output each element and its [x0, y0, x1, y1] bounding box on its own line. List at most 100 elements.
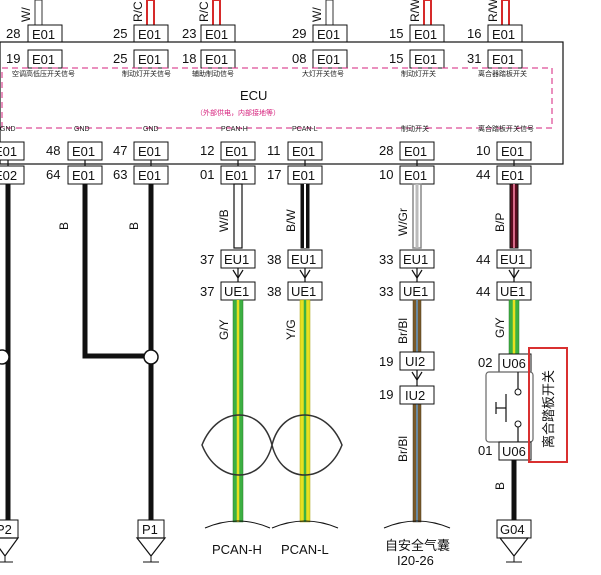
- switch-label: 离合踏板开关: [541, 370, 556, 448]
- top-wire-3: [212, 0, 221, 27]
- bottom-label-airbag-2: I20-26: [397, 553, 434, 568]
- top-wire-5: [423, 0, 432, 27]
- signal-label-1: 空调高低压开关信号: [12, 69, 75, 78]
- ecu-row1-conn-1: E01: [0, 144, 17, 159]
- ecu-row1-conn-4: E01: [225, 144, 248, 159]
- top-row1-pin-2: 25: [113, 26, 127, 41]
- ecu-bottom-label-5: PCAN-L: [292, 126, 318, 133]
- ground-right-label: G04: [500, 522, 525, 537]
- top-row1-conn-4: E01: [317, 27, 340, 42]
- ground-left: P2: [0, 519, 20, 563]
- top-row1-conn-3: E01: [205, 27, 228, 42]
- u06-bottom-conn: U06: [502, 444, 526, 459]
- wire-yg-pcan-l: [299, 299, 311, 523]
- ground-right: G04: [496, 519, 532, 563]
- eu1-conn-3: EU1: [403, 252, 428, 267]
- top-signal-labels: 空调高低压开关信号 制动灯开关信号 辅助制动信号 大灯开关信号 制动灯开关 离合…: [12, 69, 527, 78]
- ecu-row1-conn-2: E01: [72, 144, 95, 159]
- wire-color-upper-6: B/P: [493, 213, 507, 232]
- top-row2-conn-4: E01: [317, 52, 340, 67]
- eu1-pin-2: 38: [267, 252, 281, 267]
- signal-label-4: 大灯开关信号: [302, 69, 344, 78]
- eu1-pin-3: 33: [379, 252, 393, 267]
- top-wire-color-5: R/W: [408, 0, 422, 22]
- ecu-row1-pin-3: 47: [113, 143, 127, 158]
- wire-color-upper-5: W/Gr: [396, 208, 410, 236]
- ui2-conn: UI2: [405, 354, 425, 369]
- top-wire-color-1: W/: [19, 7, 33, 22]
- wire-gy-pcan-h: [232, 299, 244, 523]
- top-wire-6: [501, 0, 510, 27]
- ecu-row1-pin-4: 12: [200, 143, 214, 158]
- wire-gy-right: [508, 299, 520, 355]
- eu1-conn-2: EU1: [291, 252, 316, 267]
- twisted-pair-symbol: [201, 414, 343, 476]
- eu1-pin-1: 37: [200, 252, 214, 267]
- ecu-title: ECU: [240, 88, 267, 103]
- ui2-iu2: 19 UI2 19 IU2: [379, 351, 435, 405]
- eu1-row: 37 EU1 38 EU1 33 EU1 44 EU1: [200, 249, 532, 269]
- top-wires: W/ R/C R/C W/ R/W R/W: [19, 0, 510, 27]
- ecu-row1-pin-6: 28: [379, 143, 393, 158]
- signal-label-2: 制动灯开关信号: [122, 69, 171, 78]
- ecu-row2-conn-3: E01: [138, 168, 161, 183]
- wire-color-upper-2: B: [127, 222, 141, 230]
- bottom-label-airbag-1: 自安全气囊: [385, 538, 450, 553]
- top-row2-conn-5: E01: [414, 52, 437, 67]
- ue1-pin-1: 37: [200, 284, 214, 299]
- ecu-row2-pin-5: 17: [267, 167, 281, 182]
- eu1-conn-1: EU1: [224, 252, 249, 267]
- top-wire-color-3: R/C: [197, 1, 211, 22]
- ground-left-label: P2: [0, 522, 12, 537]
- ecu-row2-pin-3: 63: [113, 167, 127, 182]
- bottom-label-pcan-h: PCAN-H: [212, 542, 262, 557]
- cut-wire-tails: [204, 520, 451, 529]
- top-row2-conn-1: E01: [32, 52, 55, 67]
- wire-wgr: [412, 183, 422, 249]
- wire-color-lower-3: Br/Bl: [396, 318, 410, 344]
- ue1-conn-1: UE1: [224, 284, 249, 299]
- ue1-conn-2: UE1: [291, 284, 316, 299]
- top-row2-pin-2: 25: [113, 51, 127, 66]
- top-wire-1: [34, 0, 43, 27]
- connector-arrows: [232, 268, 520, 282]
- left-junction: [0, 349, 10, 365]
- ground-mid: P1: [135, 519, 167, 563]
- top-row2-conn-3: E01: [205, 52, 228, 67]
- ecu-row1-pin-5: 11: [267, 143, 281, 158]
- ue1-row: 37 UE1 38 UE1 33 UE1 44 UE1: [200, 281, 532, 301]
- wire-bw: [300, 183, 310, 249]
- wire-color-lower-1: G/Y: [217, 319, 231, 340]
- top-wire-4: [325, 0, 334, 27]
- ecu-bottom-label-2: GND: [74, 126, 90, 133]
- eu1-pin-4: 44: [476, 252, 490, 267]
- top-row2-pin-4: 08: [292, 51, 306, 66]
- ecu-bottom-label-6: 制动开关: [401, 124, 429, 133]
- ecu-row1-conn-7: E01: [501, 144, 524, 159]
- signal-label-3: 辅助制动信号: [192, 69, 234, 78]
- ui2-pin: 19: [379, 354, 393, 369]
- ecu-subtitle: （外部供电，内部接地等）: [196, 108, 280, 117]
- ecu-row2-pin-2: 64: [46, 167, 60, 182]
- ecu-bottom-labels: GND GND GND PCAN-H PCAN-L 制动开关 离合踏板开关信号: [0, 124, 534, 133]
- ecu-row2-pin-7: 44: [476, 167, 490, 182]
- top-row1-conn-6: E01: [492, 27, 515, 42]
- top-row2-pin-5: 15: [389, 51, 403, 66]
- ecu-internal-dashed: [1, 67, 553, 129]
- top-wire-color-6: R/W: [486, 0, 500, 22]
- top-row-1: 28 E01 25 E01 23 E01 29 E01 15 E01 16 E0…: [6, 24, 523, 44]
- top-wire-2: [146, 0, 155, 27]
- ground-wire-color: B: [493, 482, 507, 490]
- ecu-row2-conn-5: E01: [292, 168, 315, 183]
- signal-label-5: 制动灯开关: [401, 69, 436, 78]
- ecu-row1-conn-3: E01: [138, 144, 161, 159]
- iu2-conn: IU2: [405, 388, 425, 403]
- wire-brbl: [412, 299, 422, 523]
- top-row1-pin-6: 16: [467, 26, 481, 41]
- ecu-bottom-label-4: PCAN-H: [221, 126, 248, 133]
- ecu-pins-row-1: E01 48 E01 47 E01 12 E01 11 E01 28 E01 1…: [0, 141, 532, 161]
- top-wire-color-2: R/C: [131, 1, 145, 22]
- wire-color-upper-1: B: [57, 222, 71, 230]
- top-row2-pin-6: 31: [467, 51, 481, 66]
